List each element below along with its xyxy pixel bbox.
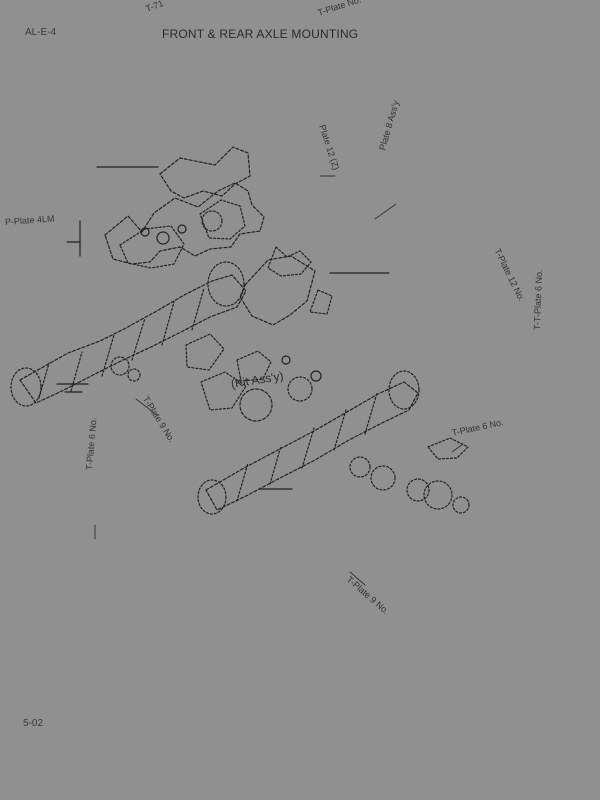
front-axle-housing	[10, 261, 247, 407]
diagram-title: FRONT & REAR AXLE MOUNTING	[162, 27, 359, 41]
center-drive-parts	[185, 246, 390, 422]
label-right-2: T-T-Plate 6 No.	[532, 269, 545, 331]
rear-axle-housing	[197, 370, 470, 515]
upper-bracket-assembly	[66, 146, 265, 269]
page-number: 5-02	[23, 718, 44, 729]
leader-lines	[94, 175, 464, 586]
diagram-code: AL-E-4	[25, 27, 57, 38]
